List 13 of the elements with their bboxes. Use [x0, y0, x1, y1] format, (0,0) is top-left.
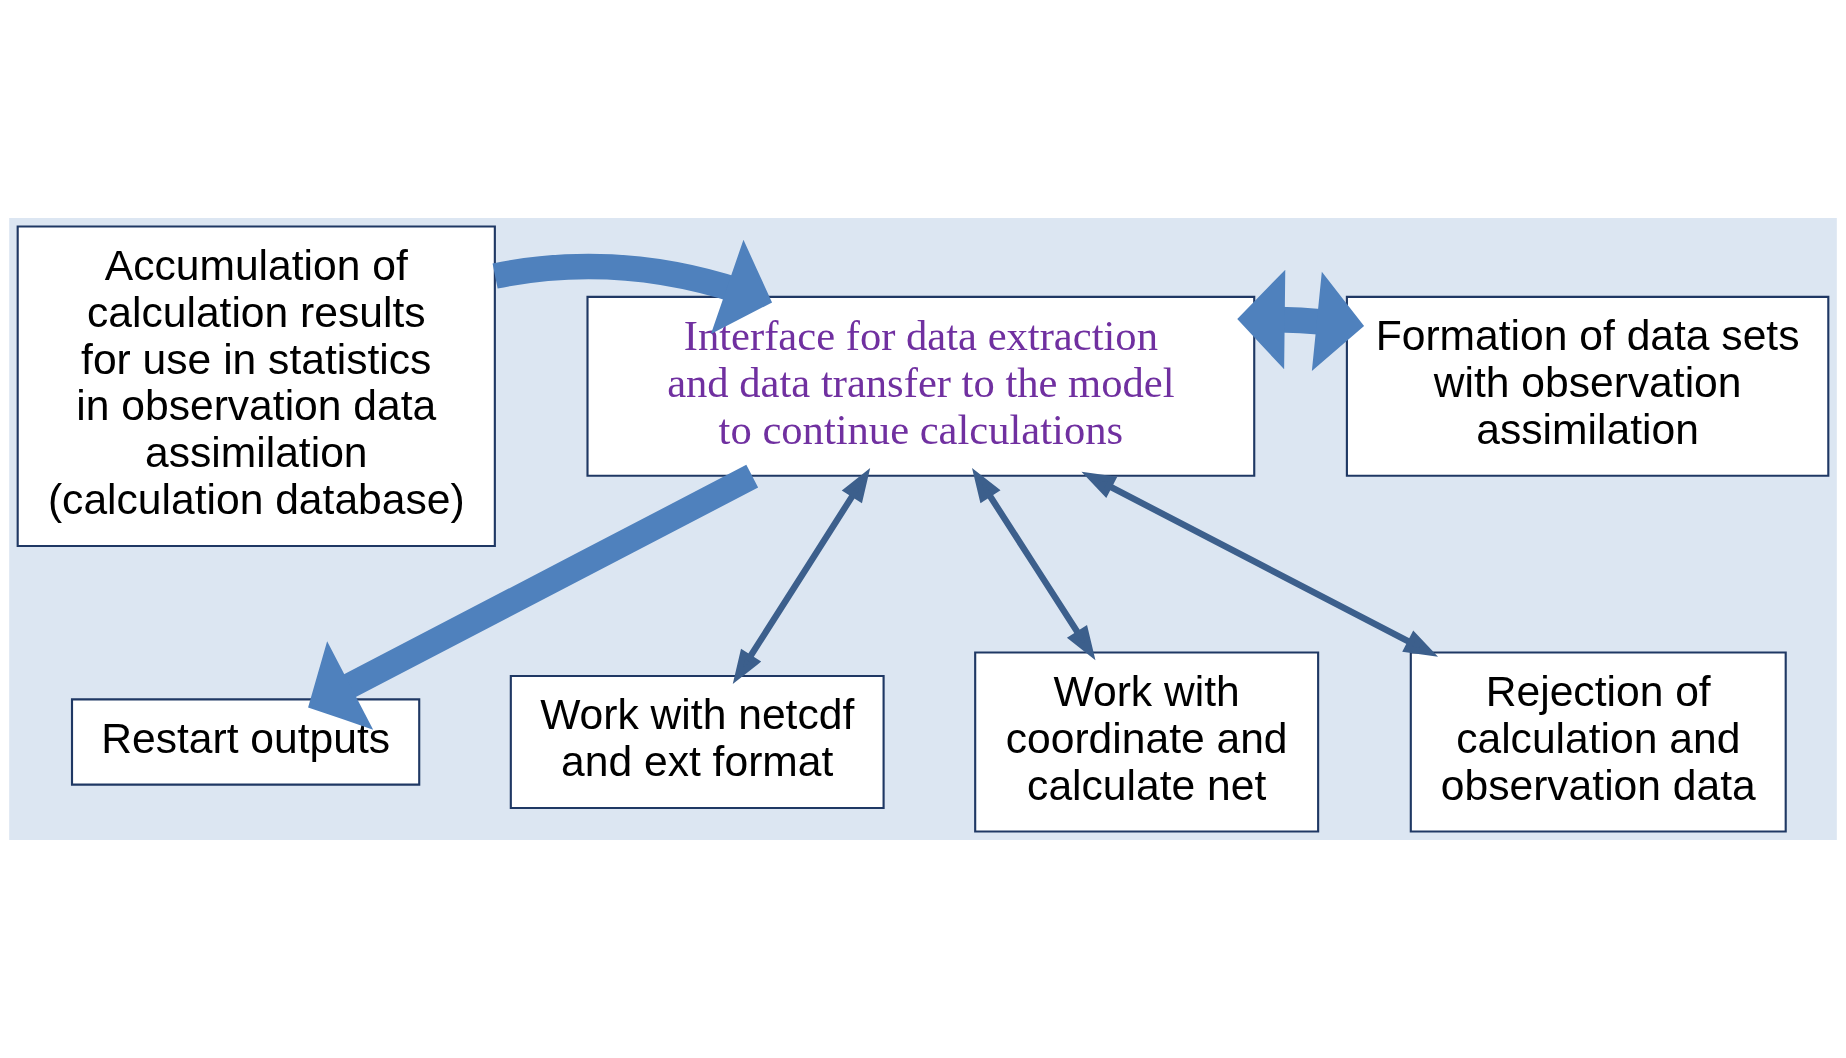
node-box: Restart outputs [70, 698, 421, 786]
node-box: Work with coordinate and calculate net [974, 651, 1320, 833]
arrow [308, 464, 759, 730]
arrow [972, 468, 1096, 661]
node-box: Formation of data sets with observation assimilation [1345, 295, 1830, 477]
node-box: Accumulation of calculation results for use in statistics in observation data assimilation (calculation database) [16, 225, 496, 548]
node-box: Interface for data extraction and data transfer to the model to continue calculations [586, 295, 1256, 477]
arrow [1081, 471, 1439, 657]
node-box: Rejection of calculation and observation data [1409, 651, 1787, 833]
node-box: Work with netcdf and ext format [509, 674, 885, 810]
arrow [732, 468, 871, 684]
arrow [492, 239, 773, 335]
arrow [1237, 269, 1365, 371]
